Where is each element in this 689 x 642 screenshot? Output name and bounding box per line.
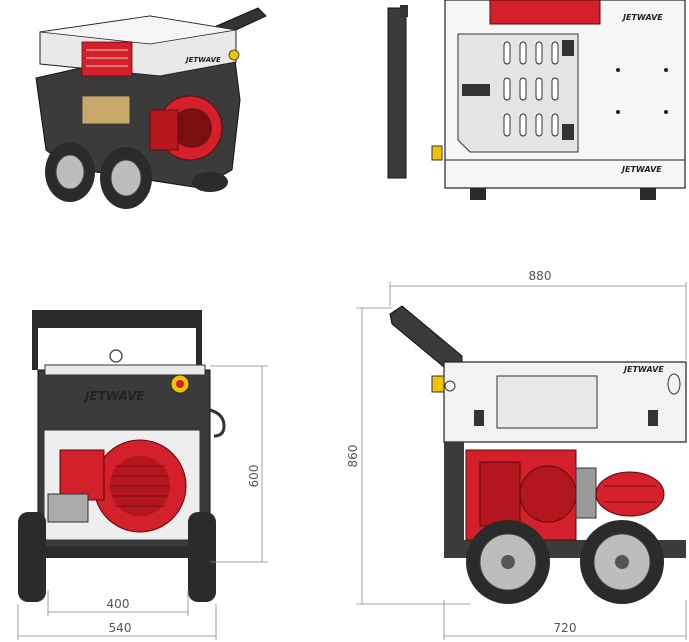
side-yellow-knob (431, 375, 445, 393)
dim-wheelbase-length: 720 (554, 621, 577, 635)
isometric-view: JETWAVE (35, 7, 267, 209)
iso-yellow-knob (228, 49, 240, 61)
top-cover-plate (457, 33, 579, 153)
iso-logo: JETWAVE (184, 56, 221, 64)
iso-wheel-left-front (100, 147, 152, 209)
dim-axle-track: 400 (107, 597, 130, 611)
top-yellow-knob (431, 145, 443, 161)
side-engine (465, 449, 597, 541)
top-handle-bar (387, 7, 407, 179)
side-wheel-left (466, 520, 550, 604)
top-handle-grip (462, 84, 490, 96)
dim-body-height: 600 (247, 465, 261, 488)
side-logo: JETWAVE (622, 365, 664, 374)
front-wheel-left (18, 512, 46, 602)
side-pump (595, 471, 665, 517)
dim-overall-length: 880 (529, 269, 552, 283)
iso-wheel-left-rear (45, 142, 95, 202)
top-view: JETWAVE JETWAVE (387, 0, 686, 200)
top-logo-1: JETWAVE (621, 13, 663, 22)
top-vent-slots (503, 41, 559, 137)
iso-control-block (81, 41, 133, 77)
side-view: JETWAVE (389, 305, 687, 604)
top-logo-2: JETWAVE (620, 165, 662, 174)
front-logo: JETWAVE (83, 389, 145, 403)
side-wheel-right (580, 520, 664, 604)
iso-pump (81, 95, 131, 125)
side-dimensions: 880 860 720 (346, 269, 687, 640)
top-red-panel (489, 0, 601, 25)
front-dimensions: 600 400 540 (17, 365, 268, 640)
front-view: JETWAVE (18, 310, 226, 602)
side-frame (444, 442, 464, 552)
front-handle (32, 310, 202, 328)
dim-overall-height: 860 (346, 445, 360, 468)
dim-overall-width: 540 (109, 621, 132, 635)
